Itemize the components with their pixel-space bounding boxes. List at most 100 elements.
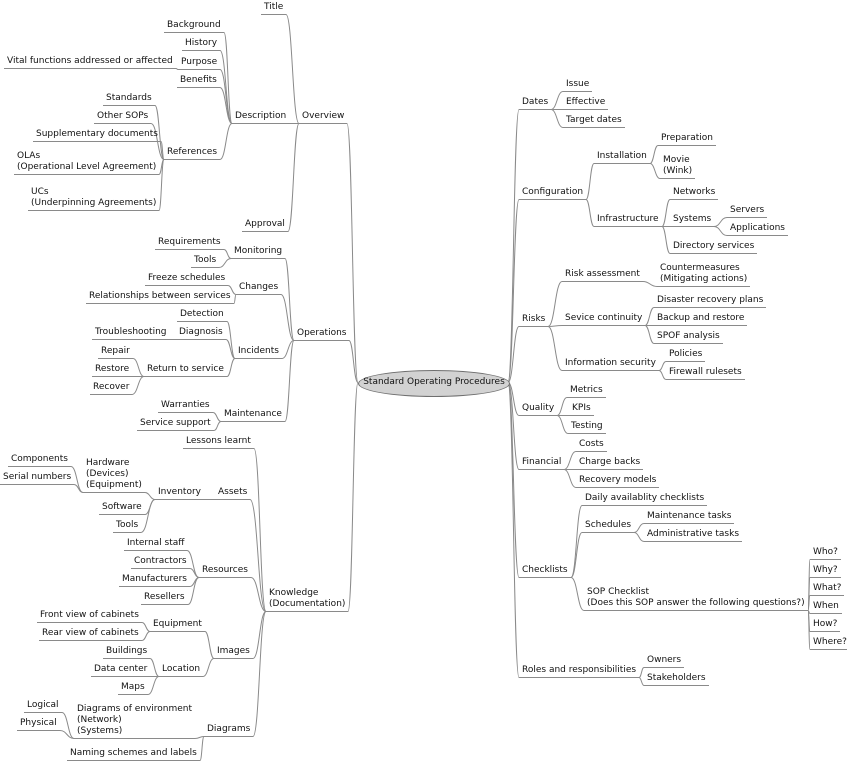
node-infosec[interactable]: Information security	[562, 358, 659, 371]
node-repair[interactable]: Repair	[98, 346, 133, 359]
node-configuration[interactable]: Configuration	[519, 187, 587, 200]
node-when[interactable]: When	[810, 601, 842, 614]
node-applications[interactable]: Applications	[727, 223, 788, 236]
node-rearview[interactable]: Rear view of cabinets	[39, 628, 142, 641]
node-chargebacks[interactable]: Charge backs	[576, 457, 644, 470]
node-continuity[interactable]: Sevice continuity	[562, 313, 646, 326]
node-dailyavail[interactable]: Daily availablity checklists	[582, 493, 708, 506]
node-disaster[interactable]: Disaster recovery plans	[654, 295, 767, 308]
root-node[interactable]: Standard Operating Procedures	[358, 370, 510, 397]
node-maintenance[interactable]: Maintenance	[221, 409, 285, 422]
node-stakeholders[interactable]: Stakeholders	[644, 673, 709, 686]
node-incidents[interactable]: Incidents	[235, 346, 282, 359]
node-how[interactable]: How?	[810, 619, 841, 632]
node-tools1[interactable]: Tools	[191, 255, 220, 268]
node-servers[interactable]: Servers	[727, 205, 768, 218]
node-firewall[interactable]: Firewall rulesets	[666, 367, 745, 380]
node-maintasks[interactable]: Maintenance tasks	[644, 511, 735, 524]
node-manufacturers[interactable]: Manufacturers	[119, 574, 190, 587]
node-financial[interactable]: Financial	[519, 457, 565, 470]
node-roles[interactable]: Roles and responsibilities	[519, 665, 640, 678]
node-restore[interactable]: Restore	[92, 364, 133, 377]
node-equipment[interactable]: Equipment	[150, 619, 205, 632]
node-tools2[interactable]: Tools	[113, 520, 142, 533]
node-preparation[interactable]: Preparation	[658, 133, 716, 146]
node-detection[interactable]: Detection	[177, 309, 227, 322]
node-metrics[interactable]: Metrics	[567, 385, 606, 398]
node-diagrams[interactable]: Diagrams	[204, 724, 254, 737]
node-description[interactable]: Description	[232, 111, 290, 124]
node-vital[interactable]: Vital functions addressed or affected	[4, 56, 176, 69]
node-systems[interactable]: Systems	[670, 214, 715, 227]
node-freeze[interactable]: Freeze schedules	[145, 273, 229, 286]
node-contractors[interactable]: Contractors	[131, 556, 190, 569]
node-datacenter[interactable]: Data center	[91, 664, 151, 677]
node-changes[interactable]: Changes	[236, 282, 282, 295]
node-checklists[interactable]: Checklists	[519, 565, 571, 578]
node-troubleshooting[interactable]: Troubleshooting	[92, 327, 170, 340]
node-overview[interactable]: Overview	[299, 111, 348, 124]
node-lessons[interactable]: Lessons learnt	[183, 436, 254, 449]
node-purpose[interactable]: Purpose	[178, 57, 221, 70]
node-effective[interactable]: Effective	[563, 97, 609, 110]
node-directory[interactable]: Directory services	[670, 241, 758, 254]
node-monitoring[interactable]: Monitoring	[231, 246, 286, 259]
node-location[interactable]: Location	[159, 664, 204, 677]
node-physical[interactable]: Physical	[17, 718, 60, 731]
node-background[interactable]: Background	[164, 20, 224, 33]
node-knowledge[interactable]: Knowledge (Documentation)	[266, 588, 349, 612]
node-inventory[interactable]: Inventory	[155, 487, 204, 500]
node-components[interactable]: Components	[8, 454, 71, 467]
node-what[interactable]: What?	[810, 583, 845, 596]
node-why[interactable]: Why?	[810, 565, 841, 578]
node-backup[interactable]: Backup and restore	[654, 313, 748, 326]
node-references[interactable]: References	[164, 147, 221, 160]
node-countermeasures[interactable]: Countermeasures (Mitigating actions)	[657, 263, 751, 287]
node-kpis[interactable]: KPIs	[569, 403, 594, 416]
node-installation[interactable]: Installation	[594, 151, 650, 164]
node-recover[interactable]: Recover	[90, 382, 133, 395]
node-admintasks[interactable]: Administrative tasks	[644, 529, 743, 542]
node-servicesupport[interactable]: Service support	[137, 418, 214, 431]
node-logical[interactable]: Logical	[24, 700, 62, 713]
node-infrastructure[interactable]: Infrastructure	[594, 214, 662, 227]
node-history[interactable]: History	[182, 38, 221, 51]
node-targetdates[interactable]: Target dates	[563, 115, 625, 128]
node-resellers[interactable]: Resellers	[141, 592, 188, 605]
node-recoverymodels[interactable]: Recovery models	[576, 475, 660, 488]
node-diagenv[interactable]: Diagrams of environment (Network) (Syste…	[74, 704, 196, 739]
node-naming[interactable]: Naming schemes and labels	[67, 748, 200, 761]
node-benefits[interactable]: Benefits	[177, 75, 220, 88]
node-warranties[interactable]: Warranties	[158, 400, 213, 413]
node-buildings[interactable]: Buildings	[103, 646, 151, 659]
node-olas[interactable]: OLAs (Operational Level Agreement)	[14, 151, 160, 175]
node-hardware[interactable]: Hardware (Devices) (Equipment)	[83, 458, 145, 493]
node-where[interactable]: Where?	[810, 637, 847, 650]
node-supdocs[interactable]: Supplementary documents	[33, 129, 161, 142]
node-sopchecklist[interactable]: SOP Checklist (Does this SOP answer the …	[584, 587, 808, 611]
node-risks[interactable]: Risks	[519, 314, 549, 327]
node-policies[interactable]: Policies	[666, 349, 706, 362]
node-maps[interactable]: Maps	[118, 682, 148, 695]
node-standards[interactable]: Standards	[103, 93, 155, 106]
node-assets[interactable]: Assets	[215, 487, 251, 500]
node-relationships[interactable]: Relationships between services	[86, 291, 234, 304]
node-images[interactable]: Images	[214, 646, 253, 659]
node-networks[interactable]: Networks	[670, 187, 719, 200]
node-movie[interactable]: Movie (Wink)	[660, 155, 696, 179]
node-othersops[interactable]: Other SOPs	[94, 111, 152, 124]
node-ucs[interactable]: UCs (Underpinning Agreements)	[28, 187, 160, 211]
node-riskassessment[interactable]: Risk assessment	[562, 269, 643, 282]
node-software[interactable]: Software	[99, 502, 145, 515]
node-diagnosis[interactable]: Diagnosis	[176, 327, 226, 340]
node-quality[interactable]: Quality	[519, 403, 558, 416]
node-spof[interactable]: SPOF analysis	[654, 331, 723, 344]
node-who[interactable]: Who?	[810, 547, 841, 560]
node-schedules[interactable]: Schedules	[582, 520, 635, 533]
node-costs[interactable]: Costs	[576, 439, 607, 452]
node-title[interactable]: Title	[261, 2, 287, 15]
node-returnservice[interactable]: Return to service	[144, 364, 227, 377]
node-owners[interactable]: Owners	[644, 655, 685, 668]
node-serialnumbers[interactable]: Serial numbers	[0, 472, 75, 485]
node-resources[interactable]: Resources	[199, 565, 251, 578]
